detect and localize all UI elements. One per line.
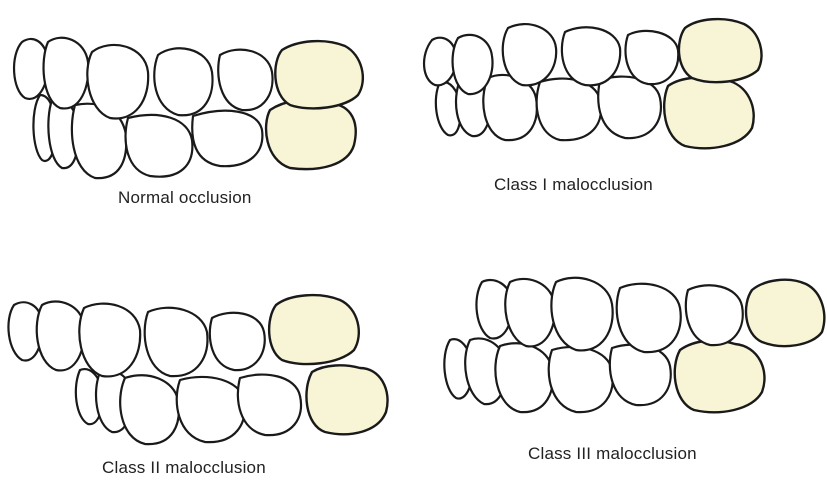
- lower-first-molar: [266, 101, 356, 169]
- upper-tooth: [551, 278, 612, 351]
- upper-tooth: [44, 38, 89, 109]
- lower-tooth: [126, 115, 193, 177]
- upper-tooth: [503, 24, 556, 85]
- upper-tooth: [453, 35, 493, 94]
- upper-tooth: [87, 45, 148, 119]
- panel-normal-occlusion: [14, 38, 363, 178]
- upper-tooth: [79, 304, 140, 377]
- upper-first-molar: [269, 295, 359, 364]
- upper-tooth: [505, 279, 555, 347]
- upper-tooth: [154, 48, 212, 115]
- lower-first-molar: [306, 365, 387, 434]
- upper-tooth: [37, 302, 85, 371]
- lower-tooth: [177, 377, 245, 442]
- upper-first-molar: [275, 41, 363, 108]
- upper-tooth: [218, 50, 272, 111]
- lower-tooth: [598, 77, 661, 139]
- lower-tooth: [495, 343, 552, 412]
- upper-tooth: [210, 313, 265, 370]
- panel-class-i: [424, 19, 761, 148]
- upper-tooth: [562, 27, 620, 85]
- lower-tooth: [610, 345, 671, 406]
- lower-first-molar: [675, 341, 765, 413]
- upper-tooth: [625, 31, 678, 84]
- caption-class-iii-malocclusion: Class III malocclusion: [528, 444, 697, 464]
- upper-first-molar: [679, 19, 762, 82]
- lower-tooth: [238, 375, 301, 436]
- panel-class-iii: [444, 278, 824, 412]
- upper-first-molar: [746, 280, 824, 346]
- lower-tooth: [120, 375, 179, 444]
- lower-tooth: [192, 111, 262, 166]
- upper-tooth: [617, 284, 681, 352]
- upper-tooth: [686, 285, 743, 345]
- caption-class-i-malocclusion: Class I malocclusion: [494, 175, 653, 195]
- upper-tooth: [145, 308, 208, 376]
- caption-normal-occlusion: Normal occlusion: [118, 188, 252, 208]
- upper-tooth: [424, 38, 456, 86]
- lower-first-molar: [664, 78, 754, 149]
- caption-class-ii-malocclusion: Class II malocclusion: [102, 458, 266, 478]
- lower-tooth: [537, 79, 601, 141]
- lower-tooth: [549, 347, 613, 412]
- panel-class-ii: [8, 295, 387, 444]
